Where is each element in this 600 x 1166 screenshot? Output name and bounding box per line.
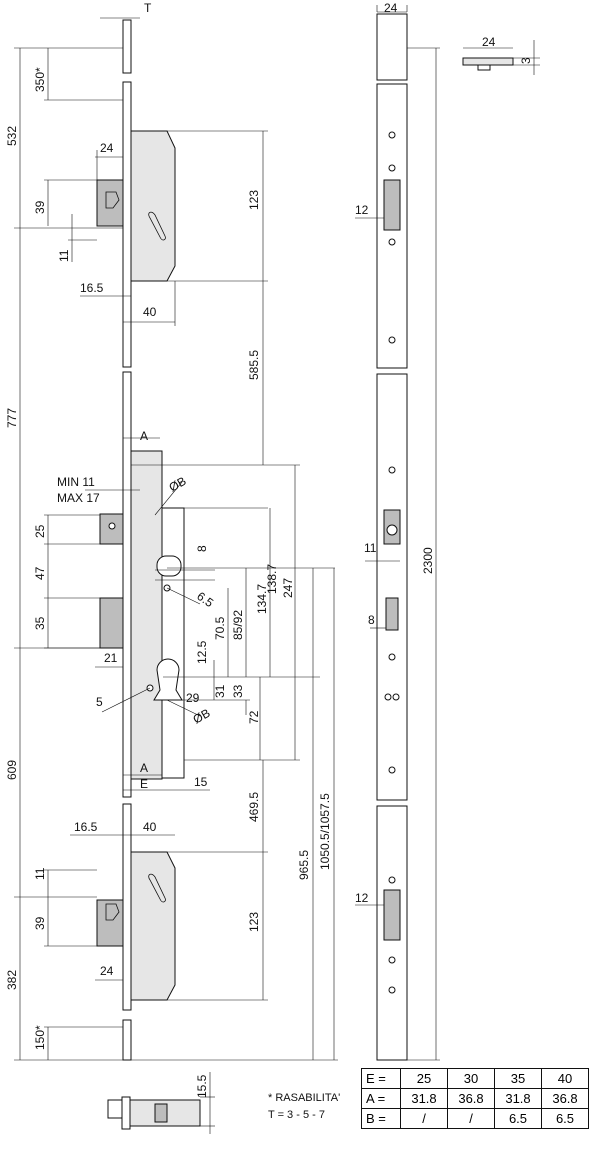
rod-front-view <box>355 5 440 1061</box>
dim-A-bottom: A <box>140 761 148 775</box>
dim-6-5: 6.5 <box>194 589 216 610</box>
dim-T: T <box>144 1 152 15</box>
lower-lock-body <box>96 851 176 1001</box>
dim-609: 609 <box>5 760 19 780</box>
table-row-label: E = <box>361 1068 401 1089</box>
dim-11-rod: 11 <box>364 541 377 555</box>
table-row-label: B = <box>361 1108 401 1129</box>
dim-31: 31 <box>213 684 227 698</box>
table-cell: 30 <box>447 1068 495 1089</box>
dim-5: 5 <box>96 695 103 709</box>
dim-E: E <box>140 777 148 791</box>
dim-47: 47 <box>33 566 47 580</box>
table-cell: / <box>400 1108 448 1129</box>
left-dimension-lines <box>14 17 210 1061</box>
table-cell: 25 <box>400 1068 448 1089</box>
dim-123-top: 123 <box>247 190 261 210</box>
note-line-2: T = 3 - 5 - 7 <box>268 1109 325 1121</box>
dim-A-top: A <box>140 429 148 443</box>
table-cell: 36.8 <box>447 1088 495 1109</box>
dim-8-cam: 8 <box>195 545 209 552</box>
dim-134-7: 134.7 <box>255 584 269 614</box>
dim-138-7: 138.7 <box>265 564 279 594</box>
finish-note: * RASABILITA' T = 3 - 5 - 7 <box>268 1090 340 1124</box>
note-line-1: * RASABILITA' <box>268 1092 341 1104</box>
dim-max-17: MAX 17 <box>57 491 100 505</box>
dim-777: 777 <box>5 408 19 428</box>
dim-40-top: 40 <box>143 305 157 319</box>
center-dimension-lines <box>131 130 338 1061</box>
dim-39-bottom: 39 <box>33 916 47 930</box>
dim-72: 72 <box>247 710 261 724</box>
dim-21: 21 <box>104 651 118 665</box>
table-cell: 31.8 <box>494 1088 542 1109</box>
dim-2300: 2300 <box>421 547 435 574</box>
dim-585-5: 585.5 <box>247 350 261 380</box>
dim-16-5-bottom: 16.5 <box>74 820 98 834</box>
table-cell: 31.8 <box>400 1088 448 1109</box>
table-cell: 6.5 <box>494 1108 542 1129</box>
dim-33: 33 <box>231 684 245 698</box>
dim-25: 25 <box>33 524 47 538</box>
bottom-end-detail <box>107 1072 215 1134</box>
dim-965-5: 965.5 <box>297 850 311 880</box>
table-row-label: A = <box>361 1088 401 1109</box>
dim-1050-5-1057-5: 1050.5/1057.5 <box>318 793 332 870</box>
dim-150: 150* <box>33 1025 47 1050</box>
dim-rod-thickness: 3 <box>519 57 533 64</box>
table-cell: / <box>447 1108 495 1129</box>
dim-8-rod: 8 <box>368 613 375 627</box>
dim-85-92: 85/92 <box>231 610 245 640</box>
dim-39-top: 39 <box>33 200 47 214</box>
faceplate-side-view <box>122 19 132 1061</box>
dim-123-bottom: 123 <box>247 912 261 932</box>
dim-12-top: 12 <box>355 203 369 217</box>
table-cell: 6.5 <box>541 1108 589 1129</box>
dim-15: 15 <box>194 775 208 789</box>
dim-29: 29 <box>186 691 200 705</box>
dim-min-11: MIN 11 <box>57 475 95 489</box>
dim-532: 532 <box>5 126 19 146</box>
upper-lock-body <box>96 130 176 282</box>
dimension-texts: T 24 24 3 350* 532 24 39 11 16.5 40 123 … <box>5 1 533 1098</box>
dim-diameter-B-top: ØB <box>167 474 189 495</box>
dim-24-top: 24 <box>100 141 114 155</box>
dim-16-5-top: 16.5 <box>80 281 104 295</box>
rod-section-detail <box>462 40 540 75</box>
dim-11-top: 11 <box>57 249 71 262</box>
dim-12-bottom: 12 <box>355 891 369 905</box>
dim-15-5: 15.5 <box>195 1074 209 1098</box>
dim-section-width: 24 <box>482 35 496 49</box>
central-lock-body <box>99 450 185 780</box>
dim-70-5: 70.5 <box>213 616 227 640</box>
dim-diameter-B-bottom: ØB <box>191 706 213 727</box>
dim-247: 247 <box>281 578 295 598</box>
dim-top-width: 24 <box>384 1 398 15</box>
dim-40-bottom: 40 <box>143 820 157 834</box>
table-cell: 36.8 <box>541 1088 589 1109</box>
dim-12-5: 12.5 <box>195 640 209 664</box>
dim-24-bottom: 24 <box>100 964 114 978</box>
dim-35: 35 <box>33 616 47 630</box>
table-cell: 35 <box>494 1068 542 1089</box>
dim-469-5: 469.5 <box>247 792 261 822</box>
dim-350: 350* <box>33 67 47 92</box>
dim-382: 382 <box>5 970 19 990</box>
dim-11-bottom: 11 <box>33 867 47 880</box>
table-cell: 40 <box>541 1068 589 1089</box>
